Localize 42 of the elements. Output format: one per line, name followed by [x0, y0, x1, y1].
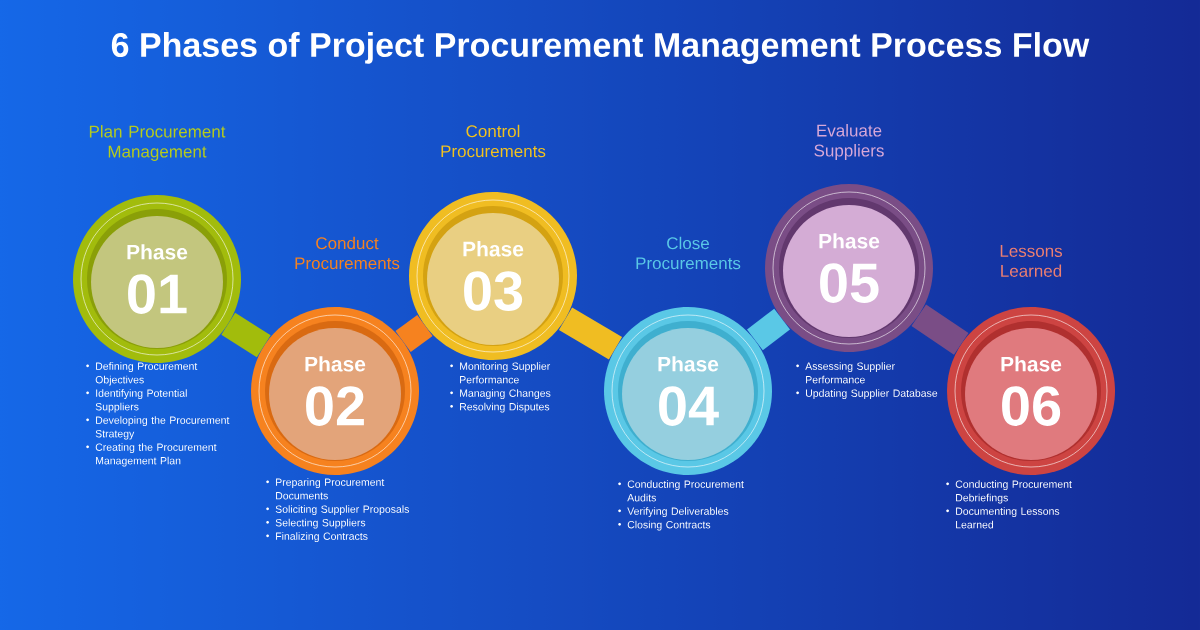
phase-label: Phase [463, 241, 524, 257]
phase-label: Phase [305, 356, 366, 372]
phase-number: 01 [128, 274, 187, 314]
bullet-item: Closing Contracts [627, 520, 711, 531]
bullet-item: Identifying Potential Suppliers [95, 389, 187, 413]
bullet-item: Verifying Deliverables [627, 507, 729, 517]
phase-number: 06 [1002, 386, 1061, 426]
bullet-item: Selecting Suppliers [275, 518, 366, 529]
phase-number: 02 [306, 386, 364, 426]
connector-bar [911, 304, 969, 355]
phase-number: 03 [464, 271, 523, 311]
bullet-item: Conducting Procurement Audits [627, 480, 744, 502]
bullet-item: Conducting Procurement Debriefings [955, 480, 1072, 504]
bullet-item: Assessing Supplier Performance [805, 362, 895, 384]
bullet-item: Managing Changes [460, 389, 551, 399]
connector-bar [747, 308, 790, 351]
phase-heading: Control Procurements [441, 124, 546, 158]
phase-heading: Evaluate Suppliers [814, 124, 884, 160]
bullet-item: Developing the Procurement Strategy [95, 416, 230, 440]
phase-label: Phase [658, 356, 719, 372]
bullet-item: Preparing Procurement Documents [276, 478, 385, 500]
title: 6 Phases of Project Procurement Management Process Flow [111, 32, 1090, 64]
bullet-item: Monitoring Supplier Performance [460, 362, 551, 384]
bullet-item: Resolving Disputes [460, 402, 550, 413]
phase-number: 04 [659, 386, 719, 426]
connector-bar [221, 312, 271, 358]
connector-bar [395, 315, 433, 352]
phase-heading: Plan Procurement Management [89, 125, 226, 161]
bullet-item: Updating Supplier Database [806, 389, 938, 399]
bullet-item: Creating the Procurement Management Plan [95, 443, 217, 467]
phase-label: Phase [819, 233, 880, 249]
phase-heading: Close Procurements [636, 236, 741, 270]
connector-bar [558, 307, 623, 360]
phase-heading: Conduct Procurements [295, 236, 400, 270]
bullet-item: Defining Procurement Objectives [95, 362, 198, 386]
phase-label: Phase [127, 244, 188, 260]
phase-number: 05 [820, 263, 879, 303]
bullet-item: Documenting Lessons Learned [956, 507, 1060, 529]
phase-label: Phase [1001, 356, 1062, 372]
bullet-item: Finalizing Contracts [276, 532, 368, 542]
phase-heading: Lessons Learned [1000, 245, 1063, 277]
bullet-item: Soliciting Supplier Proposals [275, 505, 409, 515]
